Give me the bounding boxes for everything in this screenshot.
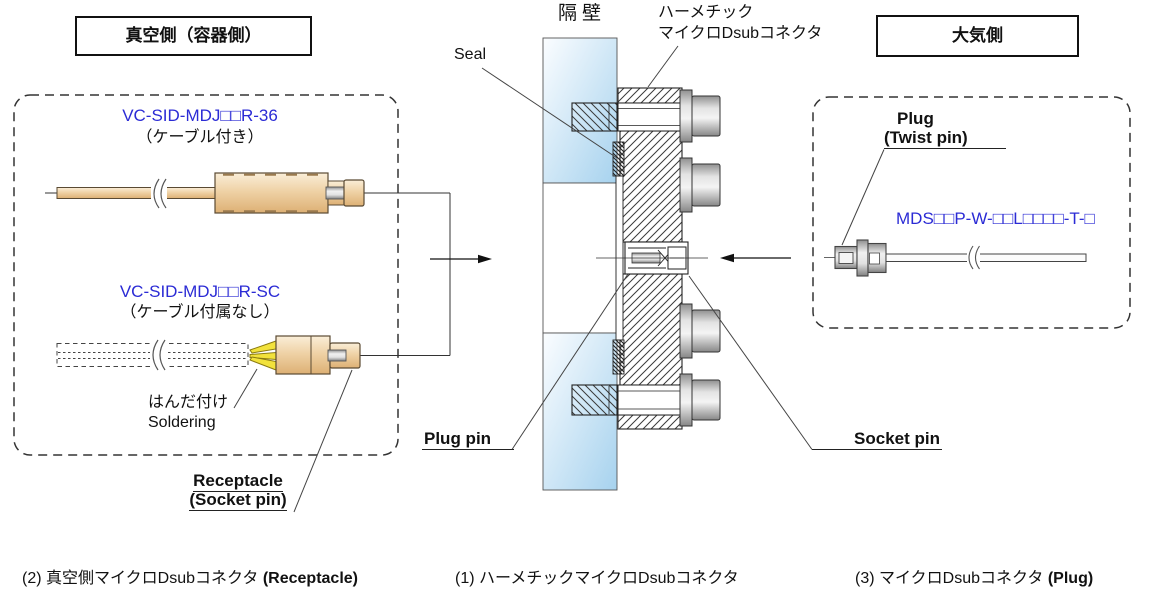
hermetic-connector-label: ハーメチック マイクロDsubコネクタ [658,2,822,44]
plug-pin-label: Plug pin [422,429,514,450]
plug-label-line1: Plug [897,109,934,128]
connector-body [275,335,331,375]
plug-part-number: MDS□□P-W-□□L□□□□-T-□ [896,209,1095,228]
receptacle-socket-pin-label: Receptacle (Socket pin) [168,471,308,511]
receptacle-label-line2: (Socket pin) [189,490,287,511]
hermetic-connector-label-line1: ハーメチック [658,4,754,21]
seal-rings [612,141,625,375]
connector-shells [679,89,721,427]
seal-label: Seal [454,46,487,63]
arrow-insert-from-atmosphere [720,253,791,263]
caption-plug: (3) マイクロDsubコネクタ (Plug) [855,564,1093,588]
soldering-label-en: Soldering [148,414,216,431]
cable-break-symbol [152,339,166,371]
vacuum-side-title-box: 真空側（容器側） [75,16,312,56]
receptacle-label-line1: Receptacle [193,471,283,492]
wire-break-symbol [968,245,980,270]
seal-ring-bottom [612,339,625,375]
plug-wire [885,253,1087,262]
caption-hermetic: (1) ハーメチックマイクロDsubコネクタ [455,564,739,588]
arrow-insert-from-vacuum [430,254,492,264]
seal-ring-top [612,141,625,177]
receptacle-solder-part-number: VC-SID-MDJ□□R-SC [119,282,281,301]
cable [56,187,216,199]
receptacle-solder-drawing [56,335,450,375]
soldering-label: はんだ付け Soldering [148,393,228,433]
socket-pin-tip [327,349,347,362]
soldering-leader [233,368,258,409]
receptacle-leader [293,369,353,513]
leader-lines [233,45,885,513]
caption-hermetic-text: (1) ハーメチックマイクロDsubコネクタ [455,570,739,587]
caption-plug-text: (3) マイクロDsubコネクタ [855,570,1048,587]
mounting-bolt-bottom [571,384,683,416]
receptacle-solder-note: （ケーブル付属なし） [120,304,280,321]
caption-plug-bold: (Plug) [1047,570,1094,587]
socket-pin-leader [688,275,813,450]
atmosphere-side-title-box: 大気側 [876,15,1079,57]
solder-pins [249,340,277,371]
hermetic-label-leader [647,45,679,88]
plug-pin-leader [511,273,629,450]
connector-nose [343,179,365,207]
atmosphere-side-dashed-box [812,96,1131,329]
bolt-head [571,102,618,132]
vacuum-side-dashed-box [13,94,399,456]
caption-receptacle-bold: (Receptacle) [262,570,358,587]
cable-outline-dashed [56,343,249,367]
bolt-head [571,384,618,416]
twist-pin-leader [841,149,885,246]
receptacle-cable-note: （ケーブル付き） [136,129,264,146]
receptacle-with-cable-drawing [45,172,450,214]
mounting-bolt-top [571,102,683,132]
caption-receptacle-text: (2) 真空側マイクロDsubコネクタ [22,570,263,587]
hermetic-connector-label-line2: マイクロDsubコネクタ [658,25,823,42]
cable-break-symbol [153,178,167,209]
caption-receptacle: (2) 真空側マイクロDsubコネクタ (Receptacle) [22,564,358,588]
bulkhead-label: 隔壁 [557,3,606,24]
plug-drawing [824,239,1087,277]
socket-pin-label: Socket pin [812,429,942,450]
receptacle-cable-part-number: VC-SID-MDJ□□R-36 [122,106,278,125]
connector-body [214,172,329,214]
plug-label-line2: (Twist pin) [884,128,1006,149]
socket-pin-tip [325,186,346,200]
soldering-label-jp: はんだ付け [148,394,229,411]
seal-leader [481,67,618,159]
contact-cavity [596,241,708,275]
plug-collar [856,239,869,277]
plug-twist-pin-label: Plug (Twist pin) [884,109,1006,149]
